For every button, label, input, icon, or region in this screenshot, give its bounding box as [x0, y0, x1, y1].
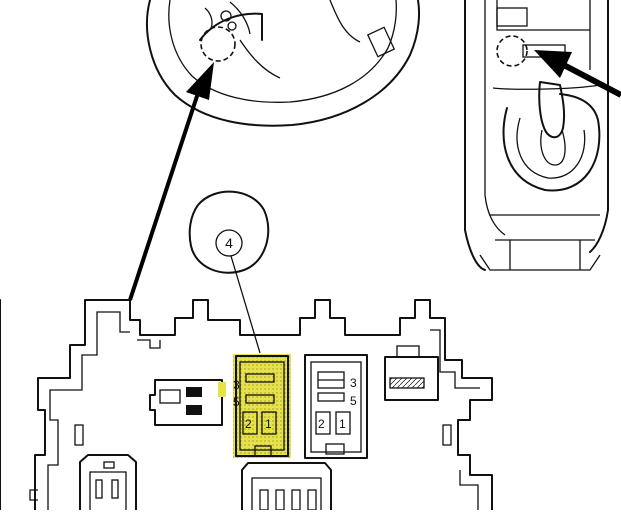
small-connector-left: [149, 379, 226, 426]
callout-number-circle: [215, 229, 243, 257]
pin-label-2-plain: 2: [318, 417, 325, 431]
junction-block: [0, 299, 493, 511]
steering-wheel: [146, 0, 420, 127]
pin-label-3-highlighted: 3: [233, 378, 240, 392]
pin-label-5-plain: 5: [350, 394, 357, 408]
pin-label-1-highlighted: 1: [265, 417, 272, 431]
callout-bubble: [188, 190, 270, 274]
bottom-center-connector: [241, 462, 332, 511]
steering-column-callout-circle: [200, 26, 236, 62]
callout-number: 4: [225, 235, 233, 251]
pin-label-3-plain: 3: [350, 376, 357, 390]
center-console: [464, 0, 609, 271]
connector-highlighted: 3 5 2 1: [233, 354, 291, 458]
pin-label-2-highlighted: 2: [245, 417, 252, 431]
pin-label-1-plain: 1: [339, 417, 346, 431]
callout-leader-line: [230, 255, 261, 354]
arrow-to-steering: [128, 62, 214, 301]
console-callout-circle: [496, 35, 528, 67]
small-connector-right: [384, 345, 439, 401]
arrow-to-console: [534, 50, 621, 98]
pin-label-5-highlighted: 5: [233, 395, 240, 409]
connector-plain: 3 5 2 1: [304, 354, 368, 459]
bottom-left-connector: [79, 454, 137, 511]
